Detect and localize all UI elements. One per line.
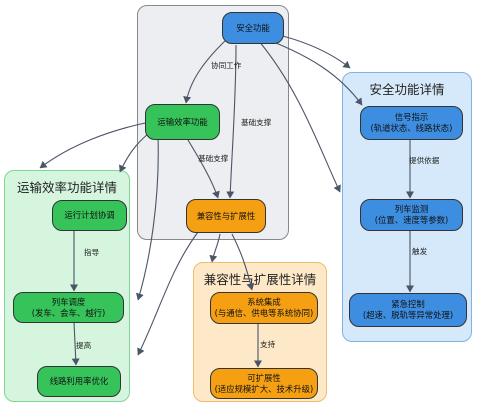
node-plan-line1: 运行计划协调 (64, 210, 115, 220)
node-efficiency-func[interactable]: 运输效率功能 (145, 104, 220, 140)
safety-group-title: 安全功能详情 (369, 82, 445, 97)
node-efficiency-func-line1: 运输效率功能 (157, 116, 208, 127)
edge-efficiency-dispatch (136, 135, 159, 301)
node-compat-func-line1: 兼容性与扩展性 (196, 210, 256, 221)
edge-label-trigger: 触发 (412, 247, 428, 256)
node-integration[interactable]: 系统集成 (与通信、供电等系统协同) (210, 292, 318, 324)
node-integration-line2: (与通信、供电等系统协同) (214, 308, 314, 318)
node-plan[interactable]: 运行计划协调 (52, 200, 127, 231)
edge-label-cooperate: 协同工作 (211, 61, 242, 70)
node-integration-line1: 系统集成 (247, 297, 281, 307)
edge-label-basic-support-2: 基础支撑 (198, 154, 229, 163)
edge-label-improve: 提高 (76, 341, 92, 350)
edge-efficiency-compat (187, 139, 220, 199)
node-utilization[interactable]: 线路利用率优化 (37, 366, 121, 397)
node-utilization-line1: 线路利用率优化 (49, 376, 109, 386)
efficiency-group-title: 运输效率功能详情 (16, 180, 117, 195)
edge-safety-compat (226, 44, 237, 199)
node-safety-func[interactable]: 安全功能 (222, 12, 284, 44)
node-emergency[interactable]: 紧急控制 (超速、脱轨等异常处理) (349, 293, 467, 327)
node-monitor-line2: (位置、速度等参数) (374, 215, 449, 225)
edge-label-guide: 指导 (84, 248, 100, 257)
node-scalability-line2: (适应规模扩大、技术升级) (214, 383, 314, 394)
node-signal[interactable]: 信号指示 (轨道状态、线路状态) (360, 106, 463, 140)
node-dispatch-line2: (发车、会车、越行) (31, 307, 106, 318)
edge-label-provide-basis: 提供依据 (409, 156, 440, 165)
edge-label-basic-support-1: 基础支撑 (241, 118, 272, 127)
node-signal-line1: 信号指示 (394, 112, 429, 122)
edge-efficiency-to-effgroup (39, 121, 151, 169)
edge-safety-monitor (257, 39, 341, 193)
edge-safety-efficiency (183, 37, 229, 104)
node-emergency-line2: (超速、脱轨等异常处理) (362, 310, 454, 320)
node-compat-func[interactable]: 兼容性与扩展性 (186, 199, 266, 233)
node-monitor-line1: 列车监测 (394, 204, 429, 214)
edge-compat-to-compatgroup (209, 233, 221, 263)
node-scalability[interactable]: 可扩展性 (适应规模扩大、技术升级) (210, 368, 318, 399)
node-dispatch[interactable]: 列车调度 (发车、会车、越行) (13, 292, 124, 323)
compat-group-title: 兼容性与扩展性详情 (203, 272, 317, 287)
node-scalability-line1: 可扩展性 (247, 372, 281, 383)
edge-compat-integration (231, 233, 255, 291)
node-monitor[interactable]: 列车监测 (位置、速度等参数) (360, 199, 463, 231)
node-dispatch-line1: 列车调度 (51, 296, 86, 307)
edge-safety-signal (257, 35, 363, 106)
node-signal-line2: (轨道状态、线路状态) (370, 123, 453, 133)
node-emergency-line1: 紧急控制 (391, 299, 425, 309)
edge-compat-scalability (137, 231, 199, 356)
edge-dispatch-utilization (71, 321, 80, 366)
node-safety-func-line1: 安全功能 (236, 22, 270, 33)
edge-label-support: 支持 (260, 340, 276, 349)
